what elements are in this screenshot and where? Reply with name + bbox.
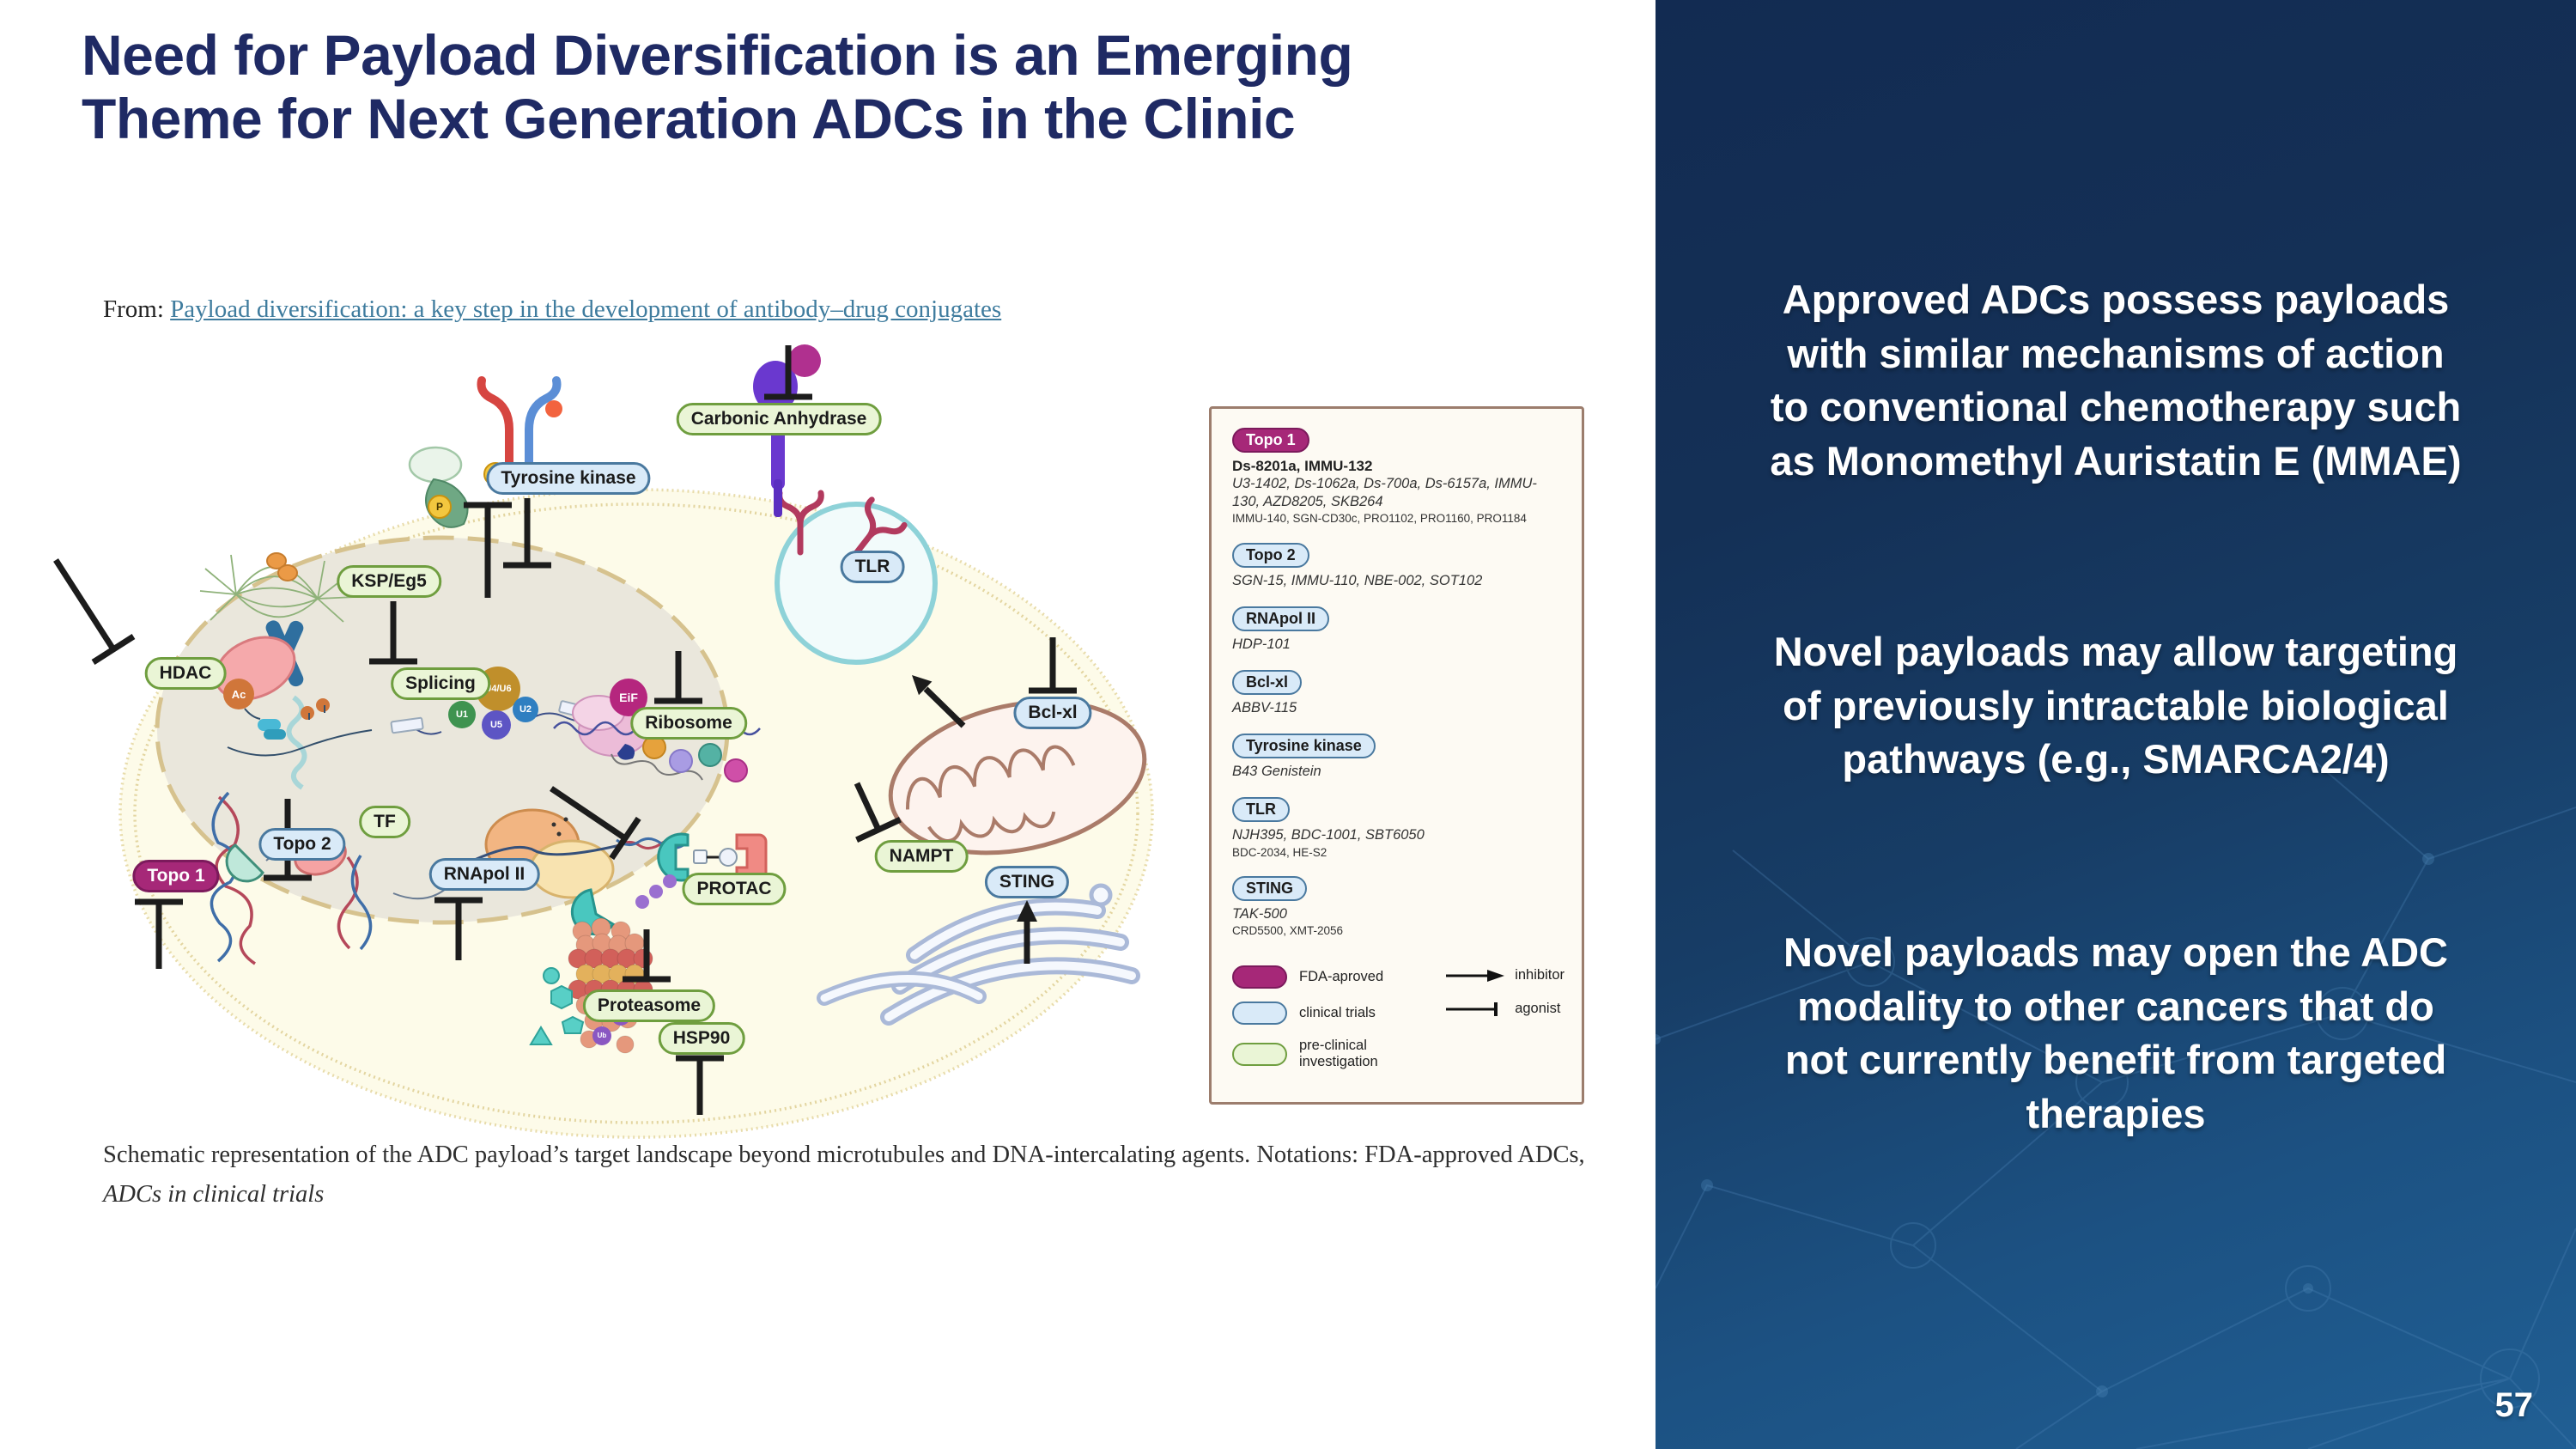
agonist-bar-icon xyxy=(1446,1002,1498,1016)
legend-pill-rnapol-ii: RNApol II xyxy=(1232,606,1329,632)
legend-drug-line: HDP-101 xyxy=(1232,636,1291,653)
source-prefix: From: xyxy=(103,295,171,323)
diagram-target-protac: PROTAC xyxy=(682,873,787,905)
legend-entry-topo-2: Topo 2 SGN-15, IMMU-110, NBE-002, SOT102 xyxy=(1232,543,1564,590)
receptor-antibody-icon xyxy=(408,376,562,528)
diagram-target-nampt: NAMPT xyxy=(874,840,969,873)
diagram-target-proteasome: Proteasome xyxy=(582,989,716,1022)
legend-key-pre-clinical-investigation: pre-clinical investigation xyxy=(1232,1038,1444,1070)
legend-pill-sting: STING xyxy=(1232,876,1308,902)
diagram-target-topo-2: Topo 2 xyxy=(258,828,346,861)
source-line: From: Payload diversification: a key ste… xyxy=(103,295,1001,324)
legend-key: FDA-aproved clinical trials pre-clinical i… xyxy=(1232,965,1568,1083)
diagram-label-u5: U5 xyxy=(482,710,511,740)
legend-drug-line: TAK-500 xyxy=(1232,906,1287,922)
agonist-arrows xyxy=(912,675,1037,964)
legend-key-label: pre-clinical investigation xyxy=(1299,1038,1378,1069)
legend-drug-line: Ds-8201a, IMMU-132 xyxy=(1232,458,1373,474)
diagram-target-ribosome: Ribosome xyxy=(630,707,747,740)
caption-regular: Schematic representation of the ADC payl… xyxy=(103,1142,1585,1168)
diagram-target-ksp-eg5: KSP/Eg5 xyxy=(337,565,441,598)
clinical-trials-swatch xyxy=(1232,1002,1287,1025)
figure-caption: Schematic representation of the ADC payl… xyxy=(103,1135,1610,1215)
right-panel: Approved ADCs possess payloads with simi… xyxy=(1656,0,2576,1449)
mitochondrion xyxy=(888,699,1147,855)
slide-title: Need for Payload Diversification is an E… xyxy=(82,23,1353,150)
legend-marker-agonist: agonist xyxy=(1444,1001,1564,1017)
diagram-label-ub: Ub xyxy=(592,1026,611,1045)
diagram-target-tf: TF xyxy=(359,806,410,838)
legend-entry-rnapol-ii: RNApol II HDP-101 xyxy=(1232,606,1564,654)
bullet-block-3: Novel payloads may open the ADC modality… xyxy=(1783,929,2448,1136)
page-number: 57 xyxy=(2494,1386,2534,1424)
diagram-target-tlr: TLR xyxy=(840,551,905,583)
diagram-target-bcl-xl: Bcl-xl xyxy=(1013,697,1092,729)
legend-pill-topo-1: Topo 1 xyxy=(1232,428,1309,453)
protac-complex xyxy=(657,832,768,883)
legend-drug-line: BDC-2034, HE-S2 xyxy=(1232,845,1327,859)
pre-clinical-investigation-swatch xyxy=(1232,1042,1287,1066)
inhibitor-bars xyxy=(53,345,1077,1115)
network-pattern xyxy=(1656,755,2576,1449)
diagram-label-u1: U1 xyxy=(448,701,476,728)
legend-marker-label: agonist xyxy=(1515,1001,1561,1016)
legend-key-fda-aproved: FDA-aproved xyxy=(1232,965,1444,989)
legend-drug-line: IMMU-140, SGN-CD30c, PRO1102, PRO1160, P… xyxy=(1232,512,1527,526)
diagram-target-hsp90: HSP90 xyxy=(658,1022,745,1055)
diagram-target-tyrosine-kinase: Tyrosine kinase xyxy=(486,462,651,495)
legend-drug-line: B43 Genistein xyxy=(1232,764,1321,780)
legend-pill-bcl-xl: Bcl-xl xyxy=(1232,670,1303,696)
legend-key-label: clinical trials xyxy=(1299,1005,1376,1020)
endoplasmic-reticulum xyxy=(817,883,1140,1026)
centrosome xyxy=(266,552,298,581)
caption-italic: ADCs in clinical trials xyxy=(103,1181,325,1209)
source-link[interactable]: Payload diversification: a key step in t… xyxy=(170,295,1002,323)
legend-marker-label: inhibitor xyxy=(1515,967,1564,983)
legend-drug-line: NJH395, BDC-1001, SBT6050 xyxy=(1232,827,1425,843)
diagram-target-sting: STING xyxy=(984,866,1070,898)
legend-markers: inhibitor agonist xyxy=(1444,965,1568,1034)
peptide-fragments xyxy=(529,967,585,1045)
legend-drug-line: SGN-15, IMMU-110, NBE-002, SOT102 xyxy=(1232,573,1483,589)
legend-drug-line: ABBV-115 xyxy=(1232,700,1297,716)
inhibitor-arrow-icon xyxy=(1446,969,1505,982)
legend-marker-inhibitor: inhibitor xyxy=(1444,967,1564,983)
bullet-block-2: Novel payloads may allow targeting of pr… xyxy=(1773,629,2458,782)
diagram-target-splicing: Splicing xyxy=(391,667,490,700)
diagram-target-hdac: HDAC xyxy=(144,657,227,690)
bullet-block-1: Approved ADCs possess payloads with simi… xyxy=(1770,277,2462,484)
diagram-target-topo-1: Topo 1 xyxy=(132,860,220,892)
legend-drug-line: CRD5500, XMT-2056 xyxy=(1232,924,1344,938)
legend-pill-tyrosine-kinase: Tyrosine kinase xyxy=(1232,734,1376,759)
diagram-label-ac: Ac xyxy=(223,679,254,709)
legend-key-clinical-trials: clinical trials xyxy=(1232,1002,1444,1025)
fda-aproved-swatch xyxy=(1232,965,1287,989)
legend-drug-line: U3-1402, Ds-1062a, Ds-700a, Ds-6157a, IM… xyxy=(1232,476,1537,510)
legend-key-label: FDA-aproved xyxy=(1299,969,1384,984)
diagram-label-u2: U2 xyxy=(513,697,538,722)
endosome xyxy=(775,502,938,665)
legend-pill-topo-2: Topo 2 xyxy=(1232,543,1309,569)
diagram-target-carbonic-anhydrase: Carbonic Anhydrase xyxy=(676,403,882,435)
diagram-label-p: P xyxy=(428,495,452,519)
cell-diagram-artwork xyxy=(53,344,1154,1139)
legend-pill-tlr: TLR xyxy=(1232,797,1290,823)
legend-swatches: FDA-aproved clinical trials pre-clinical i… xyxy=(1232,965,1444,1083)
diagram-target-rnapol-ii: RNApol II xyxy=(428,858,540,891)
